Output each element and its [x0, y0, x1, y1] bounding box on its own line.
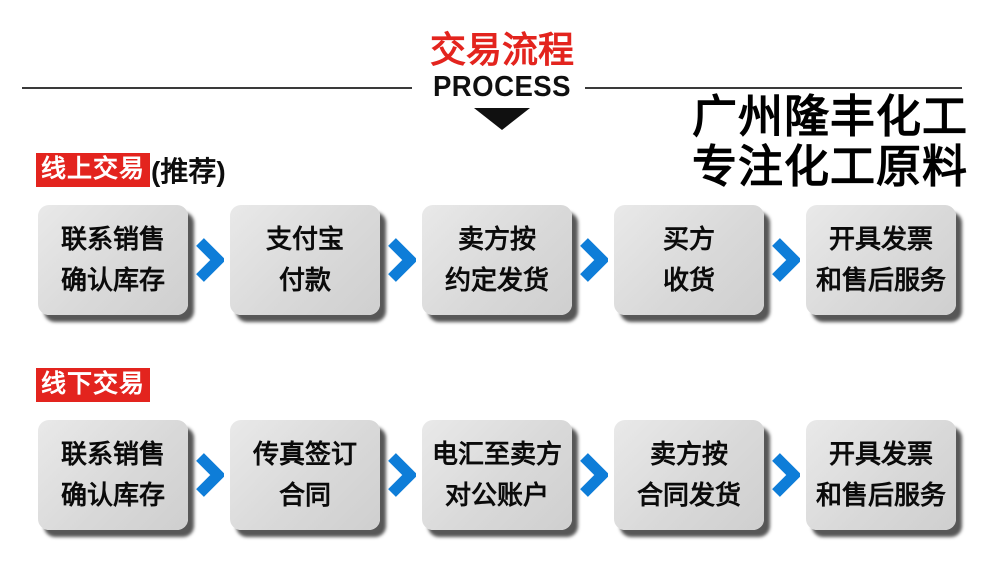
arrow-right-icon — [380, 452, 422, 498]
arrow-right-icon — [764, 237, 806, 283]
step-box-invoice-service: 开具发票 和售后服务 — [806, 420, 956, 530]
step-text: 卖方按 — [649, 439, 728, 469]
page-subtitle: PROCESS — [432, 71, 572, 103]
step-box-alipay-payment: 支付宝 付款 — [230, 205, 380, 315]
step-text: 开具发票 — [828, 439, 933, 469]
step-text: 付款 — [278, 265, 331, 295]
step-text: 合同发货 — [636, 480, 741, 510]
step-text: 和售后服务 — [815, 265, 946, 295]
flow-row-online: 联系销售 确认库存 支付宝 付款 卖方按 约定发货 买方 收货 开具发票 和 — [38, 205, 956, 315]
step-text: 和售后服务 — [815, 480, 946, 510]
step-text: 收货 — [662, 265, 715, 295]
down-triangle-icon — [474, 108, 530, 130]
step-box-seller-ships-agreed: 卖方按 约定发货 — [422, 205, 572, 315]
divider-left — [22, 87, 412, 89]
arrow-right-icon — [188, 452, 230, 498]
divider-right — [585, 87, 962, 89]
step-text: 支付宝 — [265, 224, 344, 254]
online-badge: 线上交易 — [36, 153, 151, 187]
online-badge-suffix: (推荐) — [151, 156, 226, 187]
section-label-offline: 线下交易 — [36, 368, 151, 402]
step-text: 买方 — [662, 224, 715, 254]
step-box-wire-transfer: 电汇至卖方 对公账户 — [422, 420, 572, 530]
arrow-right-icon — [764, 452, 806, 498]
flow-row-offline: 联系销售 确认库存 传真签订 合同 电汇至卖方 对公账户 卖方按 合同发货 开具… — [38, 420, 956, 530]
step-text: 约定发货 — [444, 265, 549, 295]
arrow-right-icon — [188, 237, 230, 283]
step-text: 合同 — [278, 480, 331, 510]
step-box-buyer-receives: 买方 收货 — [614, 205, 764, 315]
step-text: 电汇至卖方 — [431, 439, 562, 469]
step-box-seller-ships-contract: 卖方按 合同发货 — [614, 420, 764, 530]
brand-watermark-line2: 专注化工原料 — [691, 141, 968, 192]
step-box-invoice-service: 开具发票 和售后服务 — [806, 205, 956, 315]
offline-badge: 线下交易 — [36, 368, 151, 402]
arrow-right-icon — [380, 237, 422, 283]
step-text: 联系销售 — [60, 224, 165, 254]
brand-watermark: 广州隆丰化工 专注化工原料 — [656, 92, 1004, 192]
step-text: 对公账户 — [444, 480, 549, 510]
step-box-contact-sales: 联系销售 确认库存 — [38, 420, 188, 530]
step-text: 开具发票 — [828, 224, 933, 254]
step-text: 卖方按 — [457, 224, 536, 254]
page-title: 交易流程 — [429, 29, 574, 70]
step-box-fax-contract: 传真签订 合同 — [230, 420, 380, 530]
arrow-right-icon — [572, 237, 614, 283]
arrow-right-icon — [572, 452, 614, 498]
step-text: 联系销售 — [60, 439, 165, 469]
brand-watermark-line1: 广州隆丰化工 — [691, 91, 968, 142]
step-text: 确认库存 — [60, 265, 165, 295]
section-label-online: 线上交易 (推荐) — [36, 150, 226, 190]
header: 交易流程 PROCESS — [0, 30, 1004, 130]
step-text: 确认库存 — [60, 480, 165, 510]
step-box-contact-sales: 联系销售 确认库存 — [38, 205, 188, 315]
step-text: 传真签订 — [252, 439, 357, 469]
